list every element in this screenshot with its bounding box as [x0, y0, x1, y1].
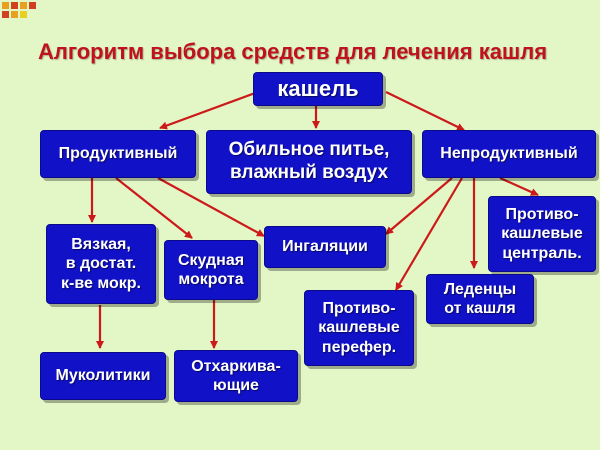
node-productive: Продуктивный [40, 130, 196, 178]
corner-decoration [0, 0, 50, 24]
slide-title: Алгоритм выбора средств для лечения кашл… [38, 39, 548, 64]
node-antitussive-central: Противо- кашлевые централь. [488, 196, 596, 272]
node-antitussive-peripheral: Противо- кашлевые перефер. [304, 290, 414, 366]
node-cough: кашель [253, 72, 383, 106]
node-expectorants: Отхаркива- ющие [174, 350, 298, 402]
arrow-productive-scanty [115, 177, 193, 239]
arrow-productive-inhalations [157, 177, 265, 237]
node-drinking: Обильное питье, влажный воздух [206, 130, 412, 194]
arrow-nonproductive-central [499, 176, 539, 197]
node-mucolytics: Муколитики [40, 352, 166, 400]
node-nonproductive: Непродуктивный [422, 130, 596, 178]
node-lozenges: Леденцы от кашля [426, 274, 534, 324]
arrow-cough-nonproductive [385, 91, 465, 131]
arrow-cough-productive [159, 90, 259, 130]
node-inhalations: Ингаляции [264, 226, 386, 268]
node-viscous: Вязкая, в достат. к-ве мокр. [46, 224, 156, 304]
arrow-nonproductive-peripheral [395, 177, 463, 291]
arrow-nonproductive-inhalations [385, 177, 453, 235]
node-scanty: Скудная мокрота [164, 240, 258, 300]
